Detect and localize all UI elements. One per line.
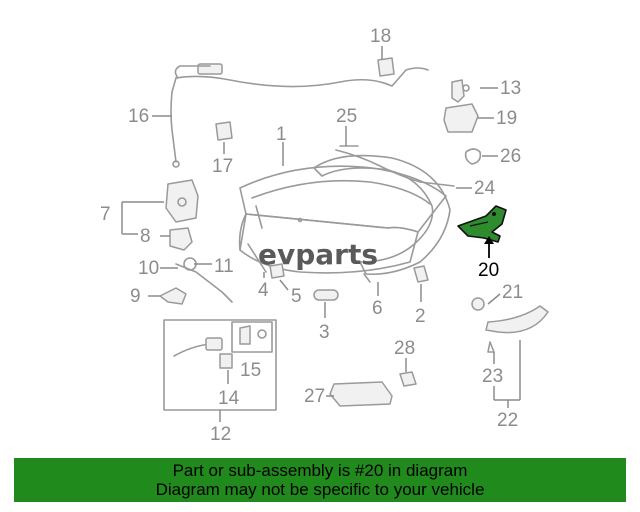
callout-14: 14 [218,388,240,409]
callout-labels: 1 2 3 4 5 6 7 8 9 10 11 12 13 14 15 16 1… [100,26,523,445]
leader-lines [121,46,521,422]
callout-19: 19 [496,108,517,129]
callout-21: 21 [502,282,523,303]
weatherstrip [313,154,451,276]
callout-26: 26 [500,146,521,167]
part-8-shape [169,227,193,251]
part-19-shape [443,103,479,133]
part-26-shape [464,148,482,165]
banner-line-2: Diagram may not be specific to your vehi… [155,480,485,499]
callout-28: 28 [394,338,415,359]
part-7-shape [165,179,199,223]
callout-1: 1 [276,124,287,145]
part-3-shape [313,289,339,301]
callout-10: 10 [138,258,159,279]
callout-18: 18 [370,26,391,47]
callout-17: 17 [212,156,233,177]
part-21-shape [471,297,485,311]
part-18-shape [377,57,395,77]
highlighted-part-20 [457,205,507,243]
part-15-box [231,321,273,353]
callout-8: 8 [140,226,151,247]
banner-line-1: Part or sub-assembly is #20 in diagram [172,461,468,480]
callout-12: 12 [210,424,231,445]
callout-27: 27 [304,386,325,407]
callout-9: 9 [130,286,141,307]
opener-cable [175,67,429,88]
callout-11: 11 [214,256,234,277]
part-4-shape [247,243,267,273]
part-13-shape [451,79,465,103]
callout-2: 2 [415,306,426,327]
part-17-shape [215,121,233,141]
part-2-shape [413,265,429,283]
info-banner: Part or sub-assembly is #20 in diagram D… [14,458,626,502]
part-27-shape [329,381,393,407]
part-28-shape [399,371,417,387]
trunk-lid [238,165,447,274]
evparts-logo: evparts [258,238,378,271]
callout-4: 4 [258,280,269,301]
part-22-shape [485,305,549,334]
callout-3: 3 [319,322,330,343]
part-5-shape [269,263,285,279]
callout-5: 5 [291,286,302,307]
callout-7: 7 [100,204,111,225]
callout-6: 6 [372,298,383,319]
part-25-shape [335,149,455,187]
part-9-shape [159,287,187,305]
callout-15: 15 [240,360,261,381]
callout-23: 23 [482,366,503,387]
callout-16: 16 [128,106,149,127]
callout-13: 13 [500,78,521,99]
callout-24: 24 [474,178,496,199]
callout-22: 22 [497,410,518,431]
part-23-shape [487,341,495,353]
callout-25: 25 [336,106,357,127]
callout-20: 20 [478,260,499,281]
